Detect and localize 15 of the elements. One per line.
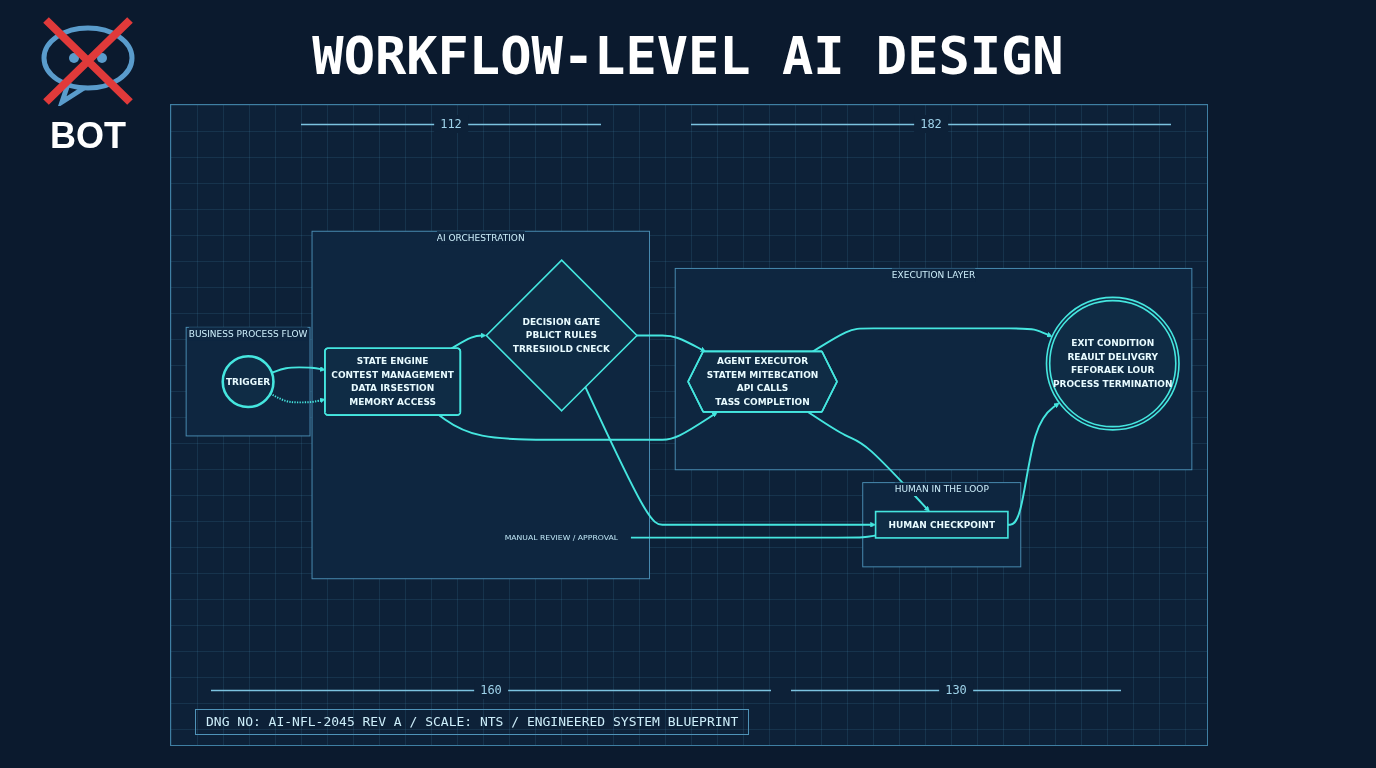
arrow	[450, 332, 487, 350]
arrow	[807, 411, 930, 512]
node-box	[874, 510, 1009, 539]
arrow	[438, 411, 718, 441]
drawing-info-bar: DNG NO: AI-NFL-2045 REV A / SCALE: NTS / ENGINEERED SYSTEM BLUEPRINT	[195, 709, 750, 735]
dimension-label: 182	[914, 115, 948, 133]
node-diamond	[485, 259, 639, 412]
arrow	[811, 327, 1053, 353]
title: WORKFLOW-LEVEL AI DESIGN	[312, 26, 1064, 86]
node-circle	[221, 355, 275, 409]
dimension-label: 130	[939, 681, 973, 699]
bot-label: BOT	[50, 116, 126, 156]
arrow	[635, 334, 706, 352]
dimension-label: 160	[474, 681, 508, 699]
dimension-label: 112	[434, 115, 468, 133]
